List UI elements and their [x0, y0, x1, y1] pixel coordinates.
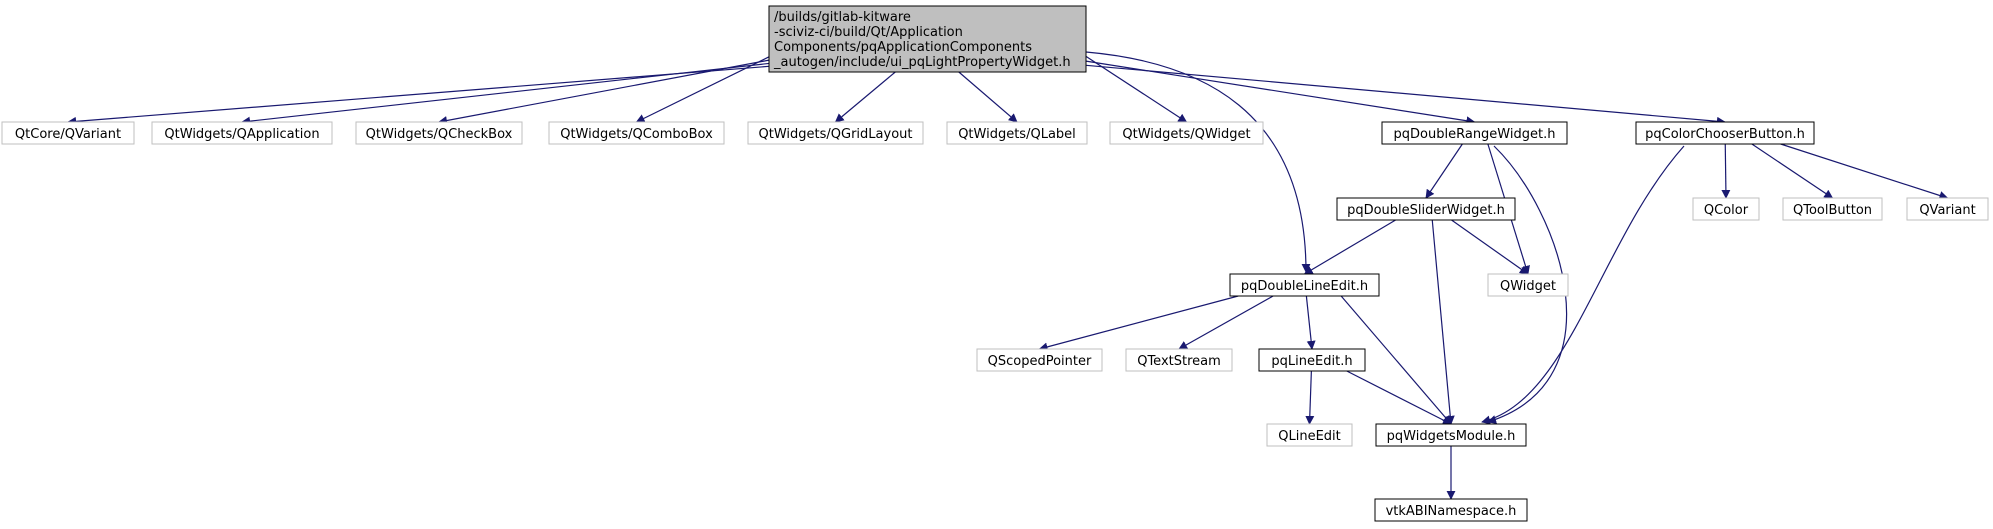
node-vtkabinamespace[interactable]: vtkABINamespace.h	[1374, 498, 1528, 522]
node-label: pqWidgetsModule.h	[1387, 429, 1516, 444]
nodes-layer: /builds/gitlab-kitware-sciviz-ci/build/Q…	[1, 5, 1989, 522]
edge-pqdoubleslider-to-pqdoublelineedit	[1303, 219, 1396, 275]
node-label: vtkABINamespace.h	[1386, 504, 1517, 519]
node-box	[151, 121, 333, 145]
edges-layer	[67, 51, 1949, 500]
edge-root-to-qw_qapplication	[241, 62, 770, 126]
node-box	[1692, 197, 1760, 221]
edge-pqlineedit-to-qlineedit	[1305, 370, 1315, 425]
edge-pqdoublelineedit-to-pqlineedit	[1305, 295, 1316, 350]
edge-root-to-pqdoublelineedit	[1085, 51, 1311, 273]
node-box	[1125, 348, 1233, 372]
edge-pqdoublerangewidget-to-pqdoubleslider	[1425, 143, 1463, 199]
node-box	[976, 348, 1103, 372]
node-label: pqDoubleSliderWidget.h	[1347, 203, 1505, 218]
node-label: QToolButton	[1793, 203, 1872, 218]
node-label: QtCore/QVariant	[15, 127, 121, 142]
node-box	[1487, 273, 1569, 297]
node-box	[1266, 423, 1353, 447]
node-pqdoubleslider[interactable]: pqDoubleSliderWidget.h	[1336, 197, 1516, 221]
node-pqdoublelineedit[interactable]: pqDoubleLineEdit.h	[1229, 273, 1380, 297]
node-box	[1375, 423, 1527, 447]
node-box	[1381, 121, 1568, 145]
edge-pqdoubleslider-to-qwidget	[1451, 219, 1529, 275]
edge-pqcolorchooserbutton-to-pqwidgetsmodule	[1481, 145, 1685, 425]
node-box	[1374, 498, 1528, 522]
node-label: QLineEdit	[1278, 429, 1341, 444]
node-label: QWidget	[1500, 279, 1556, 294]
node-label: QtWidgets/QWidget	[1122, 127, 1250, 142]
node-qcolor: QColor	[1692, 197, 1760, 221]
edge-pqdoublelineedit-to-pqwidgetsmodule	[1340, 295, 1452, 425]
node-qtextstream: QTextStream	[1125, 348, 1233, 372]
node-label: Components/pqApplicationComponents	[774, 40, 1032, 55]
node-qvariant: QVariant	[1906, 197, 1989, 221]
node-qw_qcheckbox: QtWidgets/QCheckBox	[355, 121, 523, 145]
edge-pqcolorchooserbutton-to-qvariant	[1780, 143, 1949, 200]
node-box	[768, 5, 1087, 73]
node-label: QtWidgets/QComboBox	[560, 127, 713, 142]
node-label: QtWidgets/QApplication	[164, 127, 319, 142]
node-box	[1229, 273, 1380, 297]
node-box	[946, 121, 1088, 145]
node-box	[1109, 121, 1264, 145]
node-label: _autogen/include/ui_pqLightPropertyWidge…	[773, 55, 1071, 70]
node-box	[355, 121, 523, 145]
node-box	[1, 121, 135, 145]
node-box	[1336, 197, 1516, 221]
edge-pqlineedit-to-pqwidgetsmodule	[1346, 370, 1452, 425]
edge-pqcolorchooserbutton-to-qtoolbutton	[1751, 143, 1834, 199]
edge-pqdoubleslider-to-pqwidgetsmodule	[1431, 219, 1455, 425]
node-label: pqLineEdit.h	[1271, 354, 1352, 369]
node-label: QtWidgets/QLabel	[958, 127, 1076, 142]
node-label: pqDoubleRangeWidget.h	[1394, 127, 1556, 142]
edge-root-to-qw_qcombobox	[635, 56, 770, 123]
node-label: QTextStream	[1137, 354, 1221, 369]
node-qtoolbutton: QToolButton	[1782, 197, 1883, 221]
edge-pqdoublelineedit-to-qtextstream	[1178, 295, 1274, 350]
edge-root-to-qw_qcheckbox	[438, 59, 770, 125]
node-box	[1782, 197, 1883, 221]
node-label: QtWidgets/QCheckBox	[366, 127, 513, 142]
node-label: -sciviz-ci/build/Qt/Application	[774, 25, 963, 40]
node-pqdoublerangewidget[interactable]: pqDoubleRangeWidget.h	[1381, 121, 1568, 145]
edge-pqcolorchooserbutton-to-qcolor	[1721, 143, 1731, 199]
edge-root-to-qw_qlabel	[958, 71, 1018, 123]
edge-root-to-qcore_qvariant	[67, 65, 770, 126]
node-qw_qwidget: QtWidgets/QWidget	[1109, 121, 1264, 145]
node-label: QColor	[1704, 203, 1749, 218]
node-pqwidgetsmodule[interactable]: pqWidgetsModule.h	[1375, 423, 1527, 447]
edge-pqdoublelineedit-to-qscopedpointer	[1038, 295, 1239, 352]
node-box	[548, 121, 725, 145]
node-box	[747, 121, 924, 145]
edge-root-to-pqcolorchooserbutton	[1085, 64, 1726, 126]
node-qlineedit: QLineEdit	[1266, 423, 1353, 447]
node-qcore_qvariant: QtCore/QVariant	[1, 121, 135, 145]
node-label: pqColorChooserButton.h	[1645, 127, 1805, 142]
node-box	[1906, 197, 1989, 221]
node-qw_qlabel: QtWidgets/QLabel	[946, 121, 1088, 145]
node-box	[1635, 121, 1815, 145]
node-qw_qgridlayout: QtWidgets/QGridLayout	[747, 121, 924, 145]
node-label: QtWidgets/QGridLayout	[759, 127, 913, 142]
node-box	[1258, 348, 1366, 372]
node-qwidget: QWidget	[1487, 273, 1569, 297]
node-label: pqDoubleLineEdit.h	[1241, 279, 1368, 294]
edge-root-to-qw_qgridlayout	[834, 71, 896, 123]
node-root[interactable]: /builds/gitlab-kitware-sciviz-ci/build/Q…	[768, 5, 1087, 73]
node-label: /builds/gitlab-kitware	[774, 10, 911, 25]
node-label: QVariant	[1919, 203, 1975, 218]
node-label: QScopedPointer	[988, 354, 1092, 369]
node-qscopedpointer: QScopedPointer	[976, 348, 1103, 372]
node-qw_qapplication: QtWidgets/QApplication	[151, 121, 333, 145]
node-pqcolorchooserbutton[interactable]: pqColorChooserButton.h	[1635, 121, 1815, 145]
node-pqlineedit[interactable]: pqLineEdit.h	[1258, 348, 1366, 372]
node-qw_qcombobox: QtWidgets/QComboBox	[548, 121, 725, 145]
